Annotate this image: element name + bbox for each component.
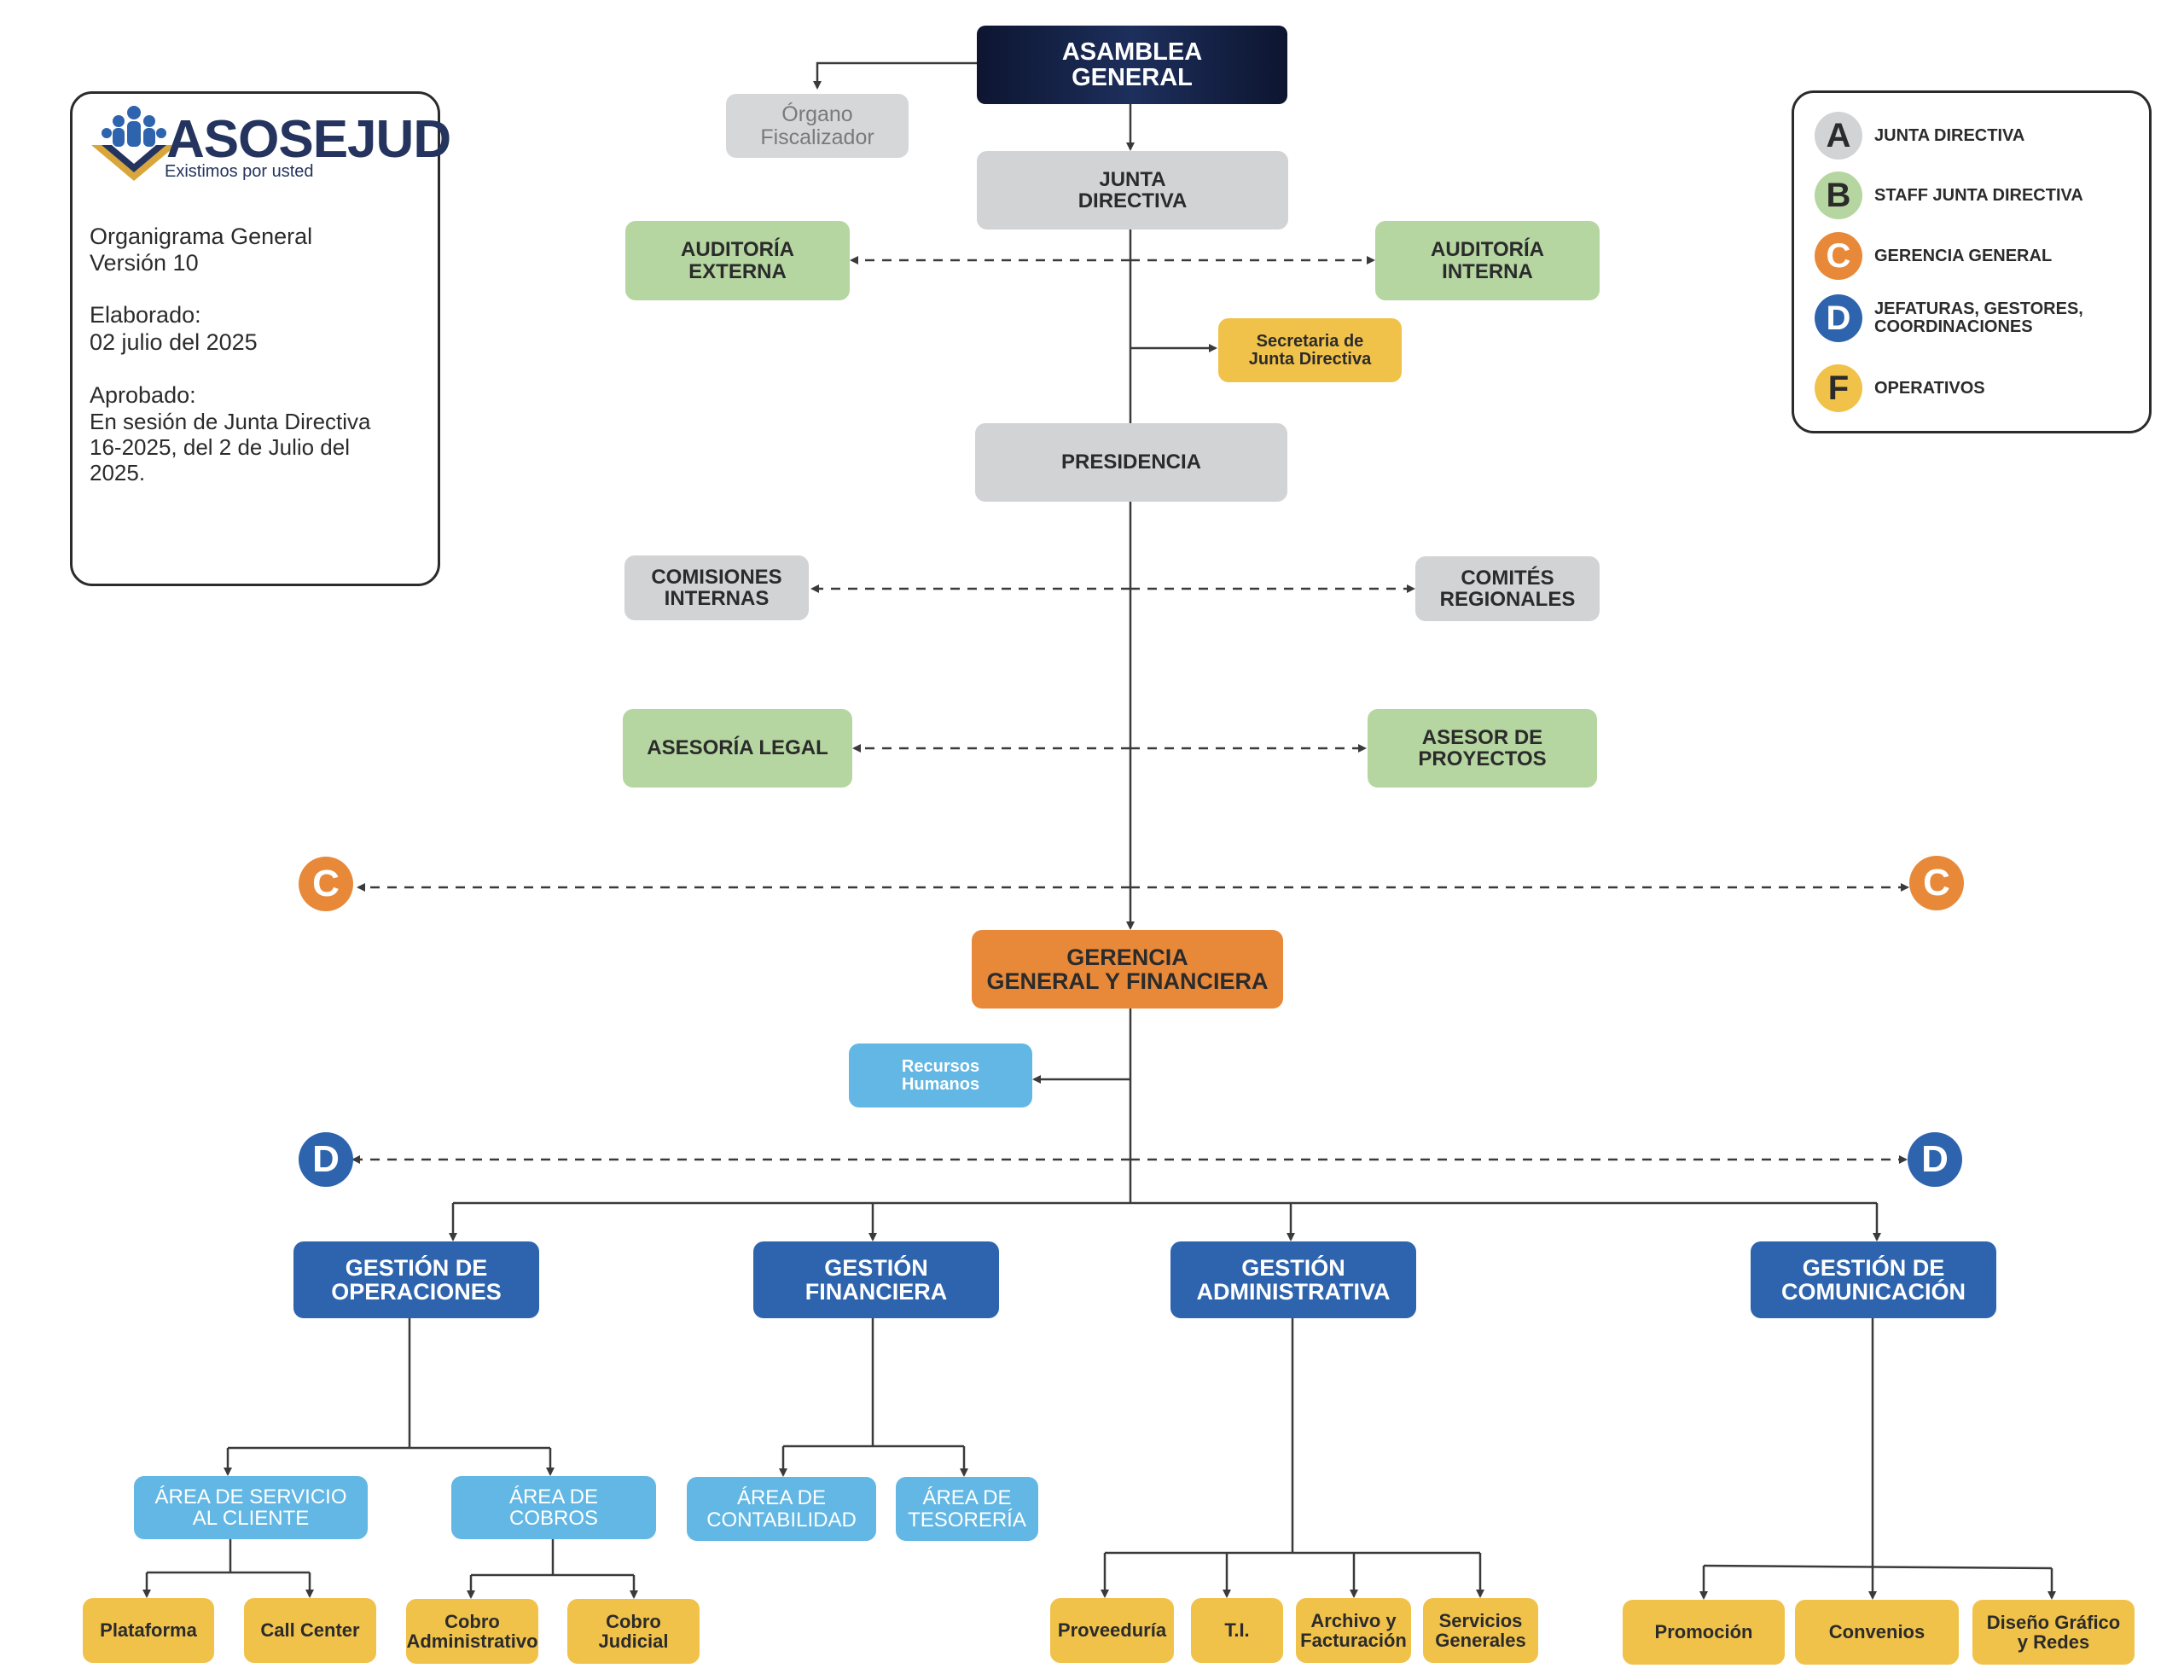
node-presidencia: PRESIDENCIA bbox=[975, 423, 1287, 502]
legend-label: STAFF JUNTA DIRECTIVA bbox=[1874, 185, 2083, 205]
node-organo-fiscalizador: Órgano Fiscalizador bbox=[726, 94, 909, 158]
node-comites-regionales: COMITÉS REGIONALES bbox=[1415, 556, 1600, 621]
node-gestion-comunicacion: GESTIÓN DE COMUNICACIÓN bbox=[1751, 1241, 1996, 1318]
node-gestion-operaciones: GESTIÓN DE OPERACIONES bbox=[293, 1241, 539, 1318]
node-secretaria: Secretaria de Junta Directiva bbox=[1218, 318, 1402, 382]
marker-c-left: C bbox=[299, 857, 353, 911]
legend-label: JEFATURAS, GESTORES, COORDINACIONES bbox=[1874, 299, 2083, 336]
legend-card: A JUNTA DIRECTIVA B STAFF JUNTA DIRECTIV… bbox=[1792, 90, 2152, 433]
legend-row-d: D JEFATURAS, GESTORES, COORDINACIONES bbox=[1815, 294, 2083, 342]
node-ti: T.I. bbox=[1191, 1598, 1283, 1663]
legend-row-c: C GERENCIA GENERAL bbox=[1815, 232, 2052, 280]
node-cobro-judicial: Cobro Judicial bbox=[567, 1599, 700, 1664]
node-comisiones-internas: COMISIONES INTERNAS bbox=[624, 555, 809, 620]
logo-name: ASOSEJUD bbox=[166, 110, 451, 169]
doc-title: Organigrama General Versión 10 bbox=[90, 224, 313, 276]
node-asesoria-legal: ASESORÍA LEGAL bbox=[623, 709, 852, 788]
node-auditoria-interna: AUDITORÍA INTERNA bbox=[1375, 221, 1600, 300]
logo-tagline: Existimos por usted bbox=[165, 162, 314, 181]
legend-letter: D bbox=[1815, 294, 1862, 342]
aprobado-value: En sesión de Junta Directiva 16-2025, de… bbox=[90, 409, 371, 485]
logo-icon bbox=[91, 106, 177, 181]
node-area-contabilidad: ÁREA DE CONTABILIDAD bbox=[687, 1477, 876, 1541]
legend-row-f: F OPERATIVOS bbox=[1815, 364, 1985, 412]
legend-letter: F bbox=[1815, 364, 1862, 412]
line-asamblea-organo bbox=[813, 61, 977, 90]
node-area-cobros: ÁREA DE COBROS bbox=[451, 1476, 656, 1539]
node-promocion: Promoción bbox=[1623, 1600, 1785, 1665]
legend-label: GERENCIA GENERAL bbox=[1874, 246, 2053, 265]
node-area-tesoreria: ÁREA DE TESORERÍA bbox=[896, 1477, 1038, 1541]
node-gestion-financiera: GESTIÓN FINANCIERA bbox=[753, 1241, 999, 1318]
elaborado-label: Elaborado: bbox=[90, 302, 201, 328]
node-archivo-facturacion: Archivo y Facturación bbox=[1296, 1598, 1411, 1663]
marker-d-right: D bbox=[1908, 1132, 1962, 1187]
legend-label: JUNTA DIRECTIVA bbox=[1874, 125, 2025, 145]
info-card: ASOSEJUD Existimos por usted Organigrama… bbox=[70, 91, 451, 586]
legend-label: OPERATIVOS bbox=[1874, 378, 1985, 398]
elaborado-value: 02 julio del 2025 bbox=[90, 329, 258, 355]
node-plataforma: Plataforma bbox=[83, 1598, 214, 1663]
aprobado-label: Aprobado: bbox=[90, 382, 196, 408]
marker-d-left: D bbox=[299, 1132, 353, 1187]
node-proveeduria: Proveeduría bbox=[1050, 1598, 1174, 1663]
node-cobro-administrativo: Cobro Administrativo bbox=[406, 1599, 538, 1664]
legend-letter: A bbox=[1815, 112, 1862, 160]
legend-letter: B bbox=[1815, 171, 1862, 219]
legend-letter: C bbox=[1815, 232, 1862, 280]
node-asamblea-general: ASAMBLEA GENERAL bbox=[977, 26, 1287, 104]
node-junta-directiva: JUNTA DIRECTIVA bbox=[977, 151, 1288, 230]
legend-row-b: B STAFF JUNTA DIRECTIVA bbox=[1815, 171, 2083, 219]
marker-c-right: C bbox=[1909, 856, 1964, 910]
node-convenios: Convenios bbox=[1795, 1600, 1959, 1665]
node-gerencia-general: GERENCIA GENERAL Y FINANCIERA bbox=[972, 930, 1283, 1009]
node-gestion-administrativa: GESTIÓN ADMINISTRATIVA bbox=[1170, 1241, 1416, 1318]
node-diseno-grafico: Diseño Gráfico y Redes bbox=[1972, 1600, 2135, 1665]
node-servicios-generales: Servicios Generales bbox=[1423, 1598, 1538, 1663]
node-auditoria-externa: AUDITORÍA EXTERNA bbox=[625, 221, 850, 300]
node-asesor-proyectos: ASESOR DE PROYECTOS bbox=[1368, 709, 1597, 788]
legend-row-a: A JUNTA DIRECTIVA bbox=[1815, 112, 2024, 160]
node-call-center: Call Center bbox=[244, 1598, 376, 1663]
node-recursos-humanos: Recursos Humanos bbox=[849, 1043, 1032, 1107]
node-area-servicio-cliente: ÁREA DE SERVICIO AL CLIENTE bbox=[134, 1476, 368, 1539]
